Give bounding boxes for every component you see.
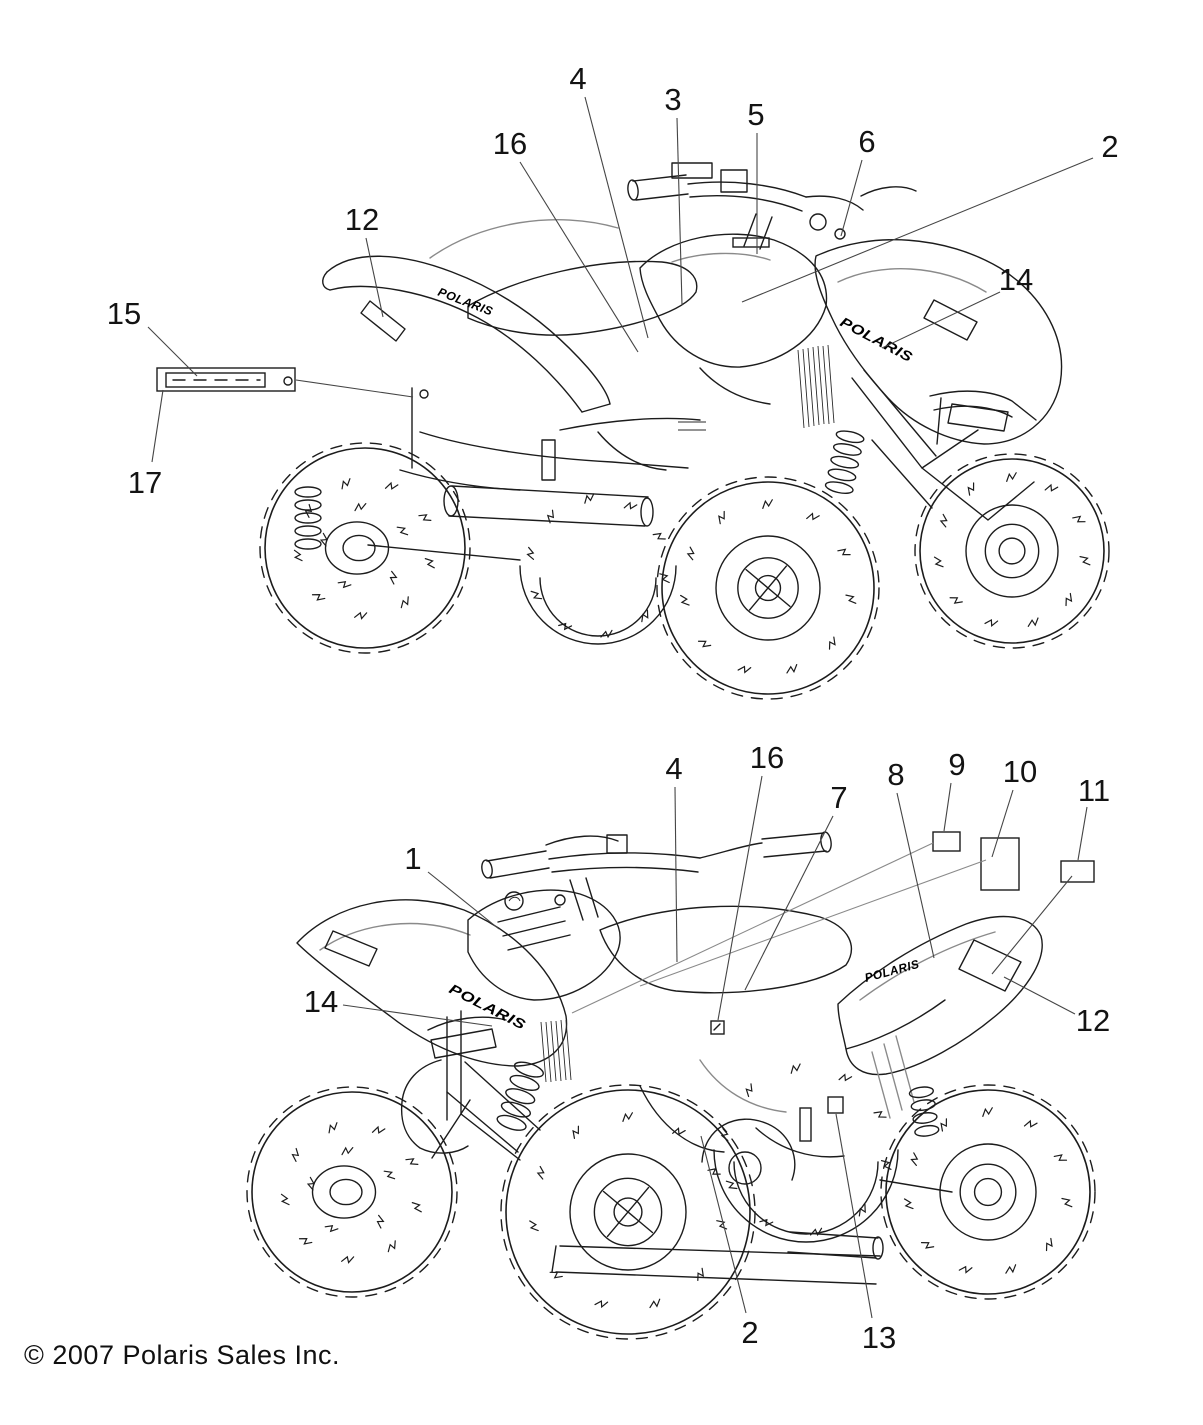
wheel	[914, 453, 1110, 649]
leader-line-bottom-12	[1003, 976, 1076, 1015]
leader-line-top-17	[151, 389, 164, 463]
callout-bottom-7: 7	[830, 780, 847, 815]
wheels-top	[259, 442, 1110, 700]
wheel	[519, 493, 677, 645]
reflector-rect	[799, 1107, 812, 1142]
copyright-text: © 2007 Polaris Sales Inc.	[24, 1340, 341, 1370]
decal-square-16	[710, 1020, 725, 1035]
figure-top-atv: POLARIS POLARIS 4 3 5 6 2 16 12 14 15 17	[107, 61, 1119, 700]
callout-top-17: 17	[128, 465, 162, 500]
callout-top-16: 16	[493, 126, 527, 161]
wheel	[713, 1063, 899, 1243]
wheel	[656, 476, 880, 700]
leader-line-bottom-9	[943, 782, 952, 832]
frame-bolt	[419, 389, 429, 399]
leader-extension-bottom	[991, 875, 1073, 975]
callout-bottom-2: 2	[741, 1315, 758, 1350]
callout-bottom-8: 8	[887, 757, 904, 792]
polaris-brand-decal: POLARIS	[838, 314, 916, 366]
decal-plate-15-hole	[283, 376, 293, 386]
wheel	[880, 1084, 1096, 1300]
leader-line-bottom-4	[674, 786, 678, 963]
leader-line-top-4	[584, 96, 649, 339]
callout-top-2: 2	[1101, 129, 1118, 164]
leader-line-bottom-11	[1077, 806, 1088, 861]
decal-rect-11	[1060, 860, 1095, 883]
callout-bottom-16: 16	[750, 740, 784, 775]
leader-line-bottom-16	[717, 775, 763, 1021]
wheel	[500, 1084, 756, 1340]
decal-square-13	[827, 1096, 844, 1114]
callout-top-5: 5	[747, 97, 764, 132]
callout-bottom-1: 1	[404, 841, 421, 876]
leader-line-bottom-8	[896, 792, 935, 959]
wheel	[246, 1086, 458, 1298]
callout-bottom-4: 4	[665, 751, 682, 786]
decal-rect-9	[932, 831, 961, 852]
callout-bottom-12: 12	[1076, 1003, 1110, 1038]
callout-top-3: 3	[664, 82, 681, 117]
wheels-bottom	[246, 1063, 1096, 1340]
wheel	[259, 442, 471, 654]
callout-top-6: 6	[858, 124, 875, 159]
leader-line-top-15	[147, 326, 198, 377]
decal-rect-10	[980, 837, 1020, 891]
leader-extension-bottom	[571, 842, 934, 1014]
leader-line-bottom-1	[427, 871, 500, 930]
leader-line-bottom-7	[744, 815, 834, 991]
decal-plate-15-window	[165, 372, 266, 388]
figure-top-overlay: POLARIS POLARIS 4 3 5 6 2 16 12 14 15 17	[107, 61, 1119, 500]
leader-line-top-14	[881, 291, 1001, 349]
leader-line-bottom-14	[342, 1004, 493, 1027]
leader-line-bottom-10	[991, 789, 1014, 858]
leader-line-top-16	[519, 161, 639, 353]
leader-line-top-2	[741, 157, 1094, 303]
polaris-brand-decal: POLARIS	[436, 285, 495, 319]
callout-top-15: 15	[107, 296, 141, 331]
callout-top-14: 14	[999, 262, 1033, 297]
callout-bottom-11: 11	[1078, 773, 1110, 808]
leader-line-top-12	[365, 237, 384, 318]
leader-line-top-6	[840, 159, 863, 237]
decal-plate-15	[156, 367, 296, 392]
callout-bottom-14: 14	[304, 984, 338, 1019]
leader-line-top-3	[676, 117, 683, 306]
decal-rect-5	[732, 237, 770, 248]
atv-line-art-top	[294, 162, 1063, 561]
callout-top-12: 12	[345, 202, 379, 237]
leader-line-bottom-2	[700, 1135, 747, 1314]
decal-square-16-mark	[713, 1023, 721, 1031]
leader-line-bottom-13	[835, 1113, 873, 1319]
polaris-brand-decal: POLARIS	[863, 957, 921, 985]
callout-bottom-10: 10	[1003, 754, 1037, 789]
callout-bottom-13: 13	[862, 1320, 896, 1355]
leader-extension-bottom	[639, 859, 987, 987]
callout-bottom-9: 9	[948, 747, 965, 782]
leader-extension-top	[295, 379, 414, 398]
atv-line-art-bottom	[296, 831, 1043, 1285]
callout-top-4: 4	[569, 61, 586, 96]
